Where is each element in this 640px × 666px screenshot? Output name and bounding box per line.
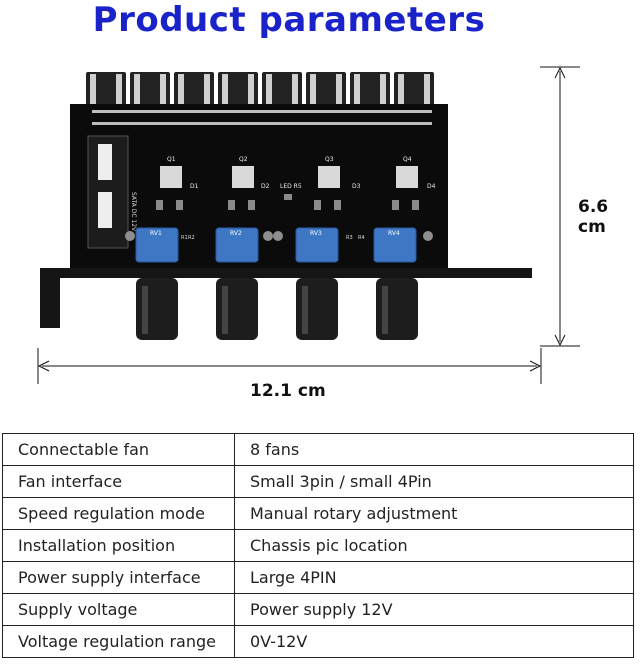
q4-label: Q4 bbox=[403, 156, 412, 163]
spec-key: Supply voltage bbox=[2, 593, 235, 626]
d2-label: D2 bbox=[261, 183, 270, 190]
spec-key: Speed regulation mode bbox=[2, 497, 235, 530]
knob-row bbox=[136, 278, 418, 340]
height-dimension-label: 6.6 cm bbox=[578, 197, 609, 237]
sata-label: SATA DC 12V bbox=[130, 192, 137, 232]
table-row: Speed regulation mode Manual rotary adju… bbox=[2, 497, 634, 530]
d4-label: D4 bbox=[427, 183, 436, 190]
spec-key: Fan interface bbox=[2, 465, 235, 498]
mounting-bracket bbox=[40, 268, 532, 328]
table-row: Fan interface Small 3pin / small 4Pin bbox=[2, 465, 634, 498]
fan-controller-board-image: SATA DC 12V Q1 Q2 Q3 Q4 D1 D2 D3 D4 LED … bbox=[37, 66, 580, 384]
r4-label: R4 bbox=[358, 235, 365, 241]
spec-value: Large 4PIN bbox=[234, 561, 634, 594]
led-label: LED R5 bbox=[280, 183, 302, 190]
d3-label: D3 bbox=[352, 183, 361, 190]
q2-label: Q2 bbox=[239, 156, 248, 163]
table-row: Power supply interface Large 4PIN bbox=[2, 561, 634, 594]
spec-key: Installation position bbox=[2, 529, 235, 562]
spec-value: 0V-12V bbox=[234, 625, 634, 658]
table-row: Supply voltage Power supply 12V bbox=[2, 593, 634, 626]
spec-value: Chassis pic location bbox=[234, 529, 634, 562]
spec-value: Small 3pin / small 4Pin bbox=[234, 465, 634, 498]
q3-label: Q3 bbox=[325, 156, 334, 163]
potentiometer-row bbox=[135, 227, 417, 263]
spec-key: Power supply interface bbox=[2, 561, 235, 594]
width-dimension-label: 12.1 cm bbox=[250, 381, 326, 401]
spec-value: Power supply 12V bbox=[234, 593, 634, 626]
rv2-label: RV2 bbox=[230, 230, 242, 237]
table-row: Installation position Chassis pic locati… bbox=[2, 529, 634, 562]
width-dimension-line bbox=[37, 348, 542, 384]
spec-key: Connectable fan bbox=[2, 433, 235, 466]
table-row: Voltage regulation range 0V-12V bbox=[2, 625, 634, 658]
d1-label: D1 bbox=[190, 183, 199, 190]
r2-label: R2 bbox=[188, 235, 195, 241]
spec-value: 8 fans bbox=[234, 433, 634, 466]
height-dimension-line bbox=[540, 66, 580, 347]
table-row: Connectable fan 8 fans bbox=[2, 433, 634, 466]
spec-table: Connectable fan 8 fans Fan interface Sma… bbox=[2, 433, 634, 658]
rv4-label: RV4 bbox=[388, 230, 400, 237]
spec-value: Manual rotary adjustment bbox=[234, 497, 634, 530]
r3-label: R3 bbox=[346, 235, 353, 241]
page-title: Product parameters bbox=[92, 0, 486, 40]
r1-label: R1 bbox=[181, 235, 188, 241]
spec-key: Voltage regulation range bbox=[2, 625, 235, 658]
q1-label: Q1 bbox=[167, 156, 176, 163]
rv3-label: RV3 bbox=[310, 230, 322, 237]
rv1-label: RV1 bbox=[150, 230, 162, 237]
